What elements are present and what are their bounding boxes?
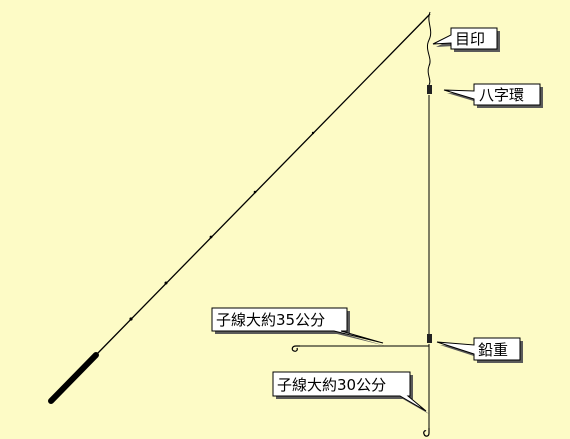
branch-lower-label: 子線大約30公分 <box>277 376 386 394</box>
callout-branch-upper: 子線大約35公分 <box>211 307 386 346</box>
callout-float: 目印 <box>432 27 500 52</box>
callout-box <box>272 371 427 412</box>
callout-box <box>436 337 521 361</box>
branch-upper-label: 子線大約35公分 <box>216 311 325 329</box>
rod-guide <box>253 190 257 194</box>
callout-box <box>443 83 541 106</box>
bottom-hook-icon <box>423 428 430 437</box>
sinker-label: 鉛重 <box>478 341 508 359</box>
main-line <box>298 11 432 428</box>
float-label: 目印 <box>455 30 485 48</box>
rod-guide <box>311 131 315 135</box>
float-marker-line <box>426 11 432 86</box>
swivel-icon <box>427 85 432 94</box>
callout-box <box>432 27 498 50</box>
fishing-rod <box>48 13 431 404</box>
rod-guide <box>129 317 133 321</box>
rod-handle <box>48 352 99 404</box>
swivel-label: 八字環 <box>479 86 524 104</box>
branch-hook-icon <box>291 345 300 352</box>
sinker-icon <box>427 334 432 343</box>
rod-guide <box>209 235 213 239</box>
callout-box <box>211 307 384 344</box>
callout-sinker: 鉛重 <box>436 337 523 363</box>
callout-branch-lower: 子線大約30公分 <box>272 371 429 414</box>
rod-shaft <box>95 13 431 356</box>
callout-swivel: 八字環 <box>443 83 543 108</box>
rod-guide <box>164 281 168 285</box>
